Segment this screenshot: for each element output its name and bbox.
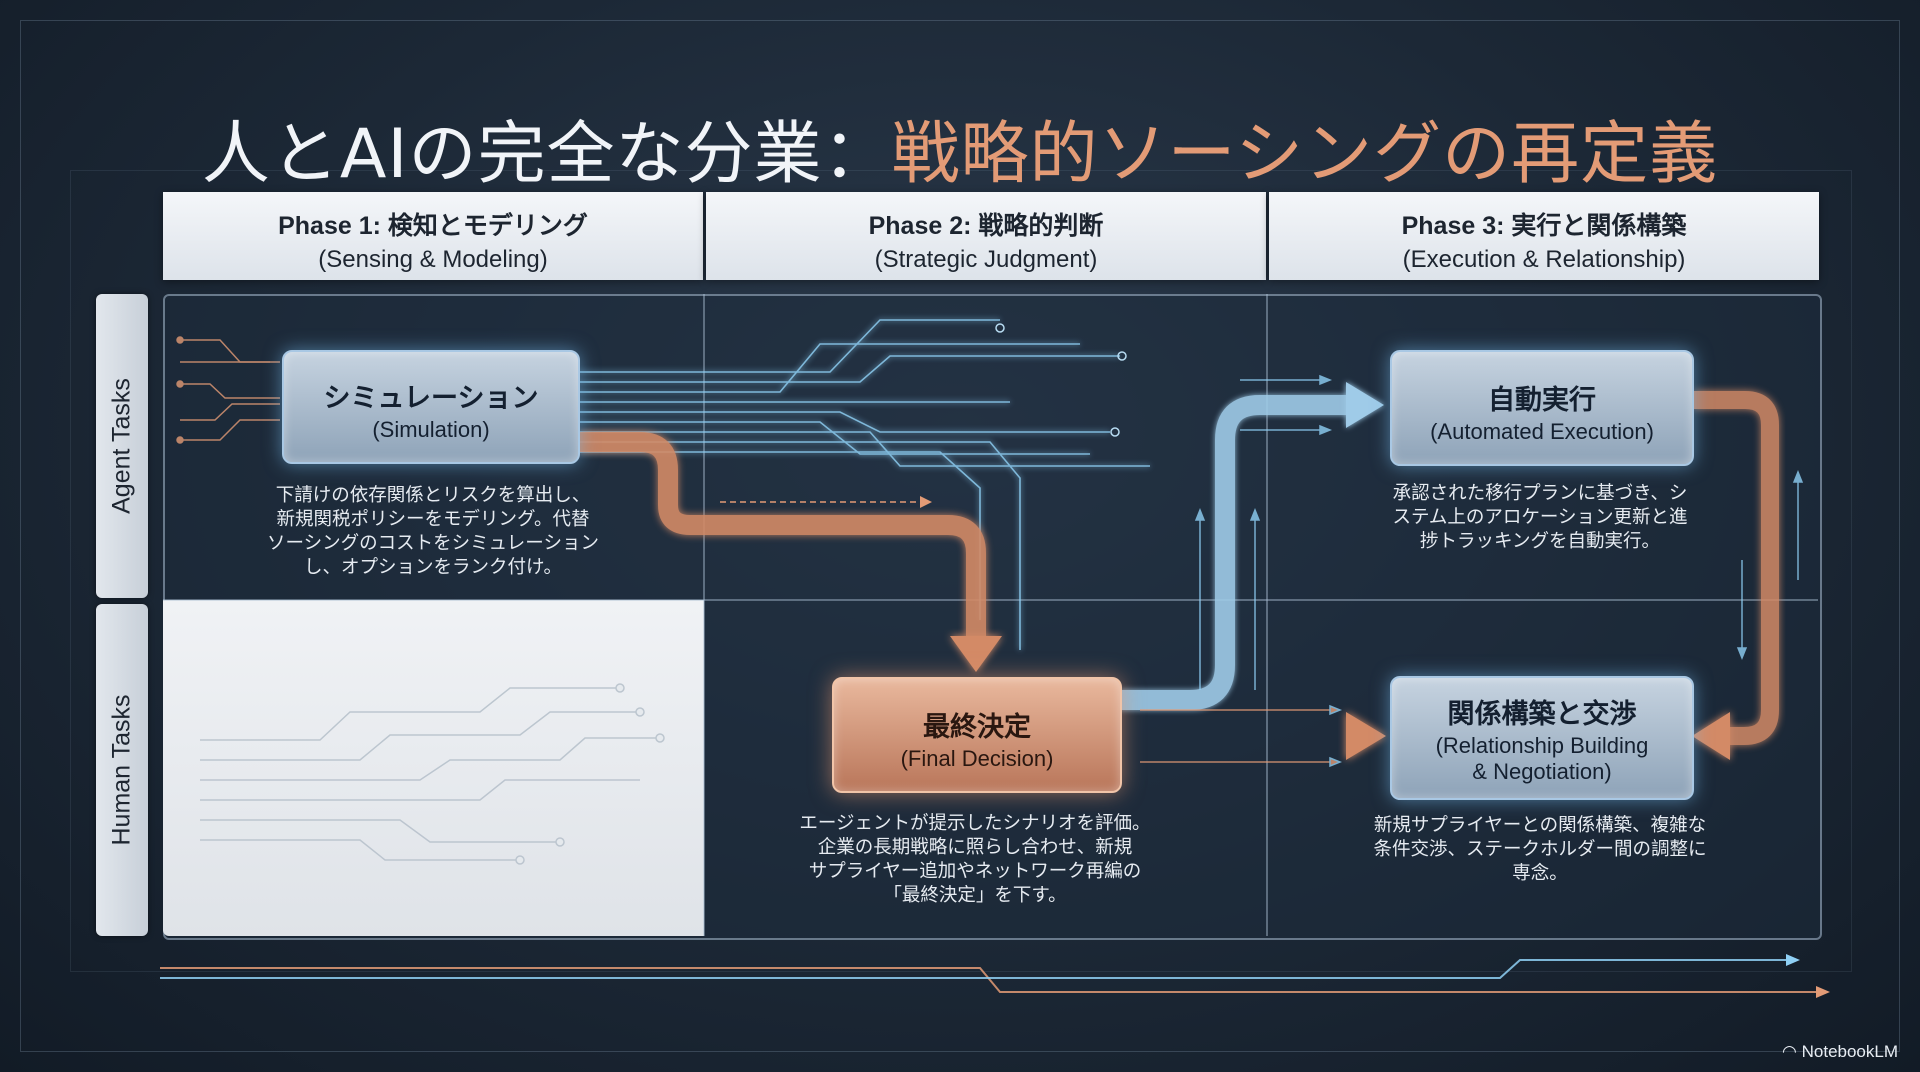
outer-frame [20,20,1900,1052]
circuit-lines-light [200,683,665,865]
desc-simulation-line: ソーシングのコストをシミュレーション [267,533,599,554]
page-title: 人とAIの完全な分業：戦略的ソーシングの再定義 [0,98,1920,197]
node-simulation: シミュレーション (Simulation) [282,350,580,464]
desc-final-decision-line: 「最終決定」を下す。 [883,885,1067,906]
node-simulation-subtitle: (Simulation) [372,417,490,442]
lane-label-agent: Agent Tasks [96,294,148,598]
bottom-timeline [160,954,1830,998]
thin-arrows [1140,374,1804,768]
desc-final-decision-line: 企業の長期戦略に照らし合わせ、新規 [817,837,1133,858]
phase-3-subtitle: (Execution & Relationship) [1402,246,1686,273]
data-streams-blue [578,319,1150,650]
desc-relationship-line: 条件交渉、ステークホルダー間の調整に [1373,839,1707,860]
logo-text: NotebookLM [1801,1042,1898,1061]
phase-3-title: Phase 3: 実行と関係構築 [1401,212,1687,240]
orange-dash-arrowhead [920,496,932,508]
phase-1-header: Phase 1: 検知とモデリング (Sensing & Modeling) [163,192,703,280]
node-automated-execution-title: 自動実行 [1488,385,1596,416]
title-part1: 人とAIの完全な分業： [201,114,892,194]
desc-relationship: 新規サプライヤーとの関係構築、複雑な 条件交渉、ステークホルダー間の調整に 専念… [1320,814,1760,886]
inner-frame [70,170,1852,972]
desc-automated-execution-line: 捗トラッキングを自動実行。 [1420,531,1660,552]
node-relationship-subtitle-2: & Negotiation) [1472,759,1612,784]
node-final-decision: 最終決定 (Final Decision) [832,677,1122,793]
desc-relationship-line: 新規サプライヤーとの関係構築、複雑な [1373,815,1707,836]
desc-simulation-line: し、オプションをランク付け。 [303,557,563,578]
node-relationship-title: 関係構築と交渉 [1447,699,1637,730]
notebooklm-logo: ◠ NotebookLM [1782,1042,1898,1062]
node-final-decision-title: 最終決定 [923,712,1031,743]
node-relationship: 関係構築と交渉 (Relationship Building & Negotia… [1390,676,1694,800]
desc-automated-execution-line: 承認された移行プランに基づき、シ [1392,483,1688,504]
arrow-execution-to-relationship [1694,391,1779,745]
arrow-decision-to-execution-head [1346,382,1384,428]
phase-1-title: Phase 1: 検知とモデリング [278,212,588,240]
node-relationship-subtitle-1: (Relationship Building [1435,733,1649,758]
desc-simulation-line: 新規関税ポリシーをモデリング。代替 [276,509,590,530]
arrow-decision-to-execution [1120,395,1350,710]
arrow-execution-to-relationship-head [1692,712,1730,760]
arrow-simulation-to-decision-head [950,636,1002,672]
phase-3-header: Phase 3: 実行と関係構築 (Execution & Relationsh… [1269,192,1819,280]
desc-final-decision-line: サプライヤー追加やネットワーク再編の [808,861,1142,882]
arrow-decision-to-relationship-head [1346,712,1386,760]
desc-simulation-line: 下請けの依存関係とリスクを算出し、 [275,485,591,506]
desc-relationship-line: 専念。 [1512,863,1568,884]
desc-simulation: 下請けの依存関係とリスクを算出し、 新規関税ポリシーをモデリング。代替 ソーシン… [218,484,648,580]
stream-endpoints [995,323,1127,437]
desc-final-decision: エージェントが提示したシナリオを評価。 企業の長期戦略に照らし合わせ、新規 サプ… [760,812,1190,908]
logo-icon: ◠ [1782,1042,1802,1061]
phase-2-title: Phase 2: 戦略的判断 [868,212,1104,240]
circuit-traces-input [176,336,280,444]
title-part2: 戦略的ソーシングの再定義 [891,114,1719,194]
phase-2-subtitle: (Strategic Judgment) [874,246,1098,273]
node-final-decision-subtitle: (Final Decision) [900,746,1054,771]
node-automated-execution-subtitle: (Automated Execution) [1430,419,1654,444]
node-automated-execution: 自動実行 (Automated Execution) [1390,350,1694,466]
desc-automated-execution-line: ステム上のアロケーション更新と進 [1392,507,1688,528]
lane-label-human: Human Tasks [96,604,148,936]
node-simulation-title: シミュレーション [323,383,539,414]
human-phase1-empty-cell [163,600,704,936]
desc-automated-execution: 承認された移行プランに基づき、シ ステム上のアロケーション更新と進 捗トラッキン… [1330,482,1750,554]
arrow-simulation-to-decision [580,432,986,640]
desc-final-decision-line: エージェントが提示したシナリオを評価。 [799,813,1151,834]
phase-2-header: Phase 2: 戦略的判断 (Strategic Judgment) [706,192,1266,280]
phase-1-subtitle: (Sensing & Modeling) [318,246,548,273]
